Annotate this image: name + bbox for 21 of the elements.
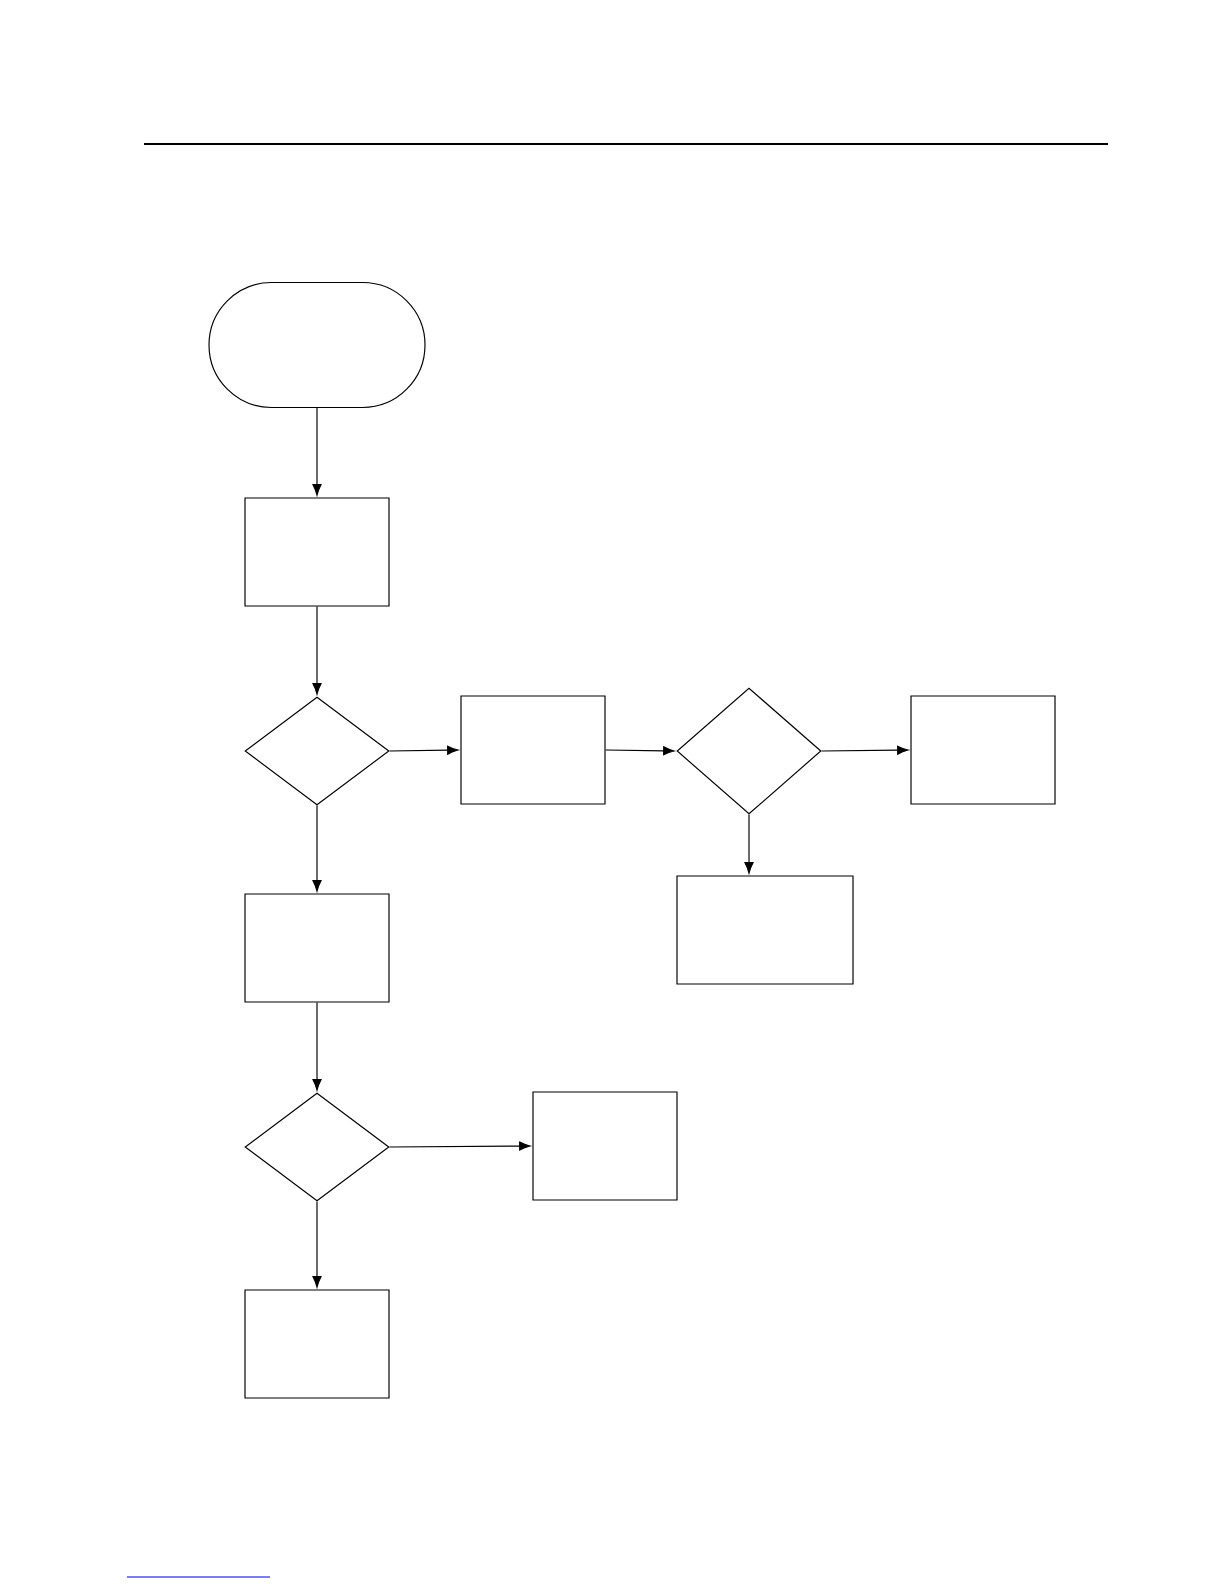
arrow	[389, 745, 459, 755]
decision-diamond	[676, 687, 822, 815]
process-box	[532, 1091, 678, 1201]
process-box	[244, 893, 390, 1003]
arrow	[312, 805, 322, 892]
decision-diamond	[244, 696, 390, 806]
arrow	[821, 745, 909, 755]
process-box	[910, 695, 1056, 805]
arrow	[312, 606, 322, 695]
decision-diamond	[244, 1092, 390, 1202]
process-box	[244, 497, 390, 607]
arrow	[744, 814, 754, 874]
process-box	[244, 1289, 390, 1399]
arrow	[312, 1201, 322, 1288]
process-box	[460, 695, 606, 805]
arrow	[312, 1002, 322, 1091]
process-box	[676, 875, 854, 985]
arrow	[389, 1141, 531, 1151]
terminal-shape	[208, 281, 426, 409]
arrow	[605, 746, 675, 756]
arrow	[312, 407, 322, 496]
